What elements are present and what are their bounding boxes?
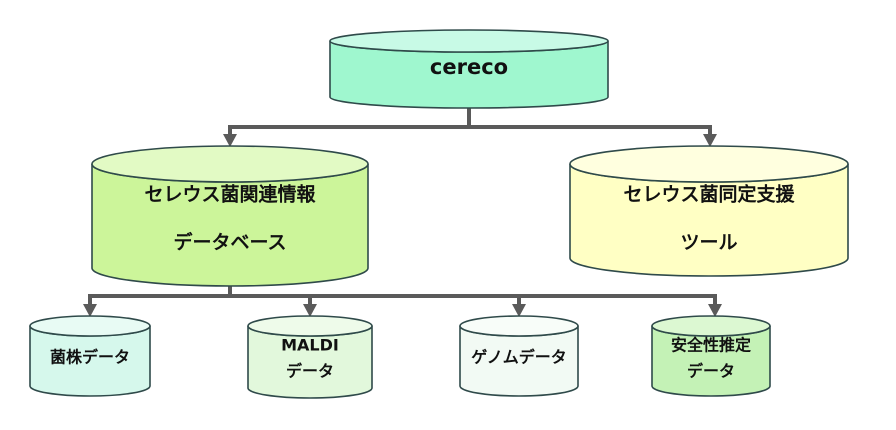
node-label: 安全性推定 bbox=[671, 336, 751, 355]
node-label: cereco bbox=[430, 55, 508, 79]
connectors bbox=[83, 106, 722, 317]
node-cereco[interactable]: cereco bbox=[329, 29, 609, 109]
node-label: データ bbox=[687, 362, 735, 381]
cylinder-top bbox=[569, 145, 849, 183]
node-label: セレウス菌同定支援 bbox=[623, 183, 795, 206]
arrow-to-tool bbox=[703, 134, 717, 147]
cylinder-top bbox=[247, 315, 373, 337]
arrow-to-maldi bbox=[303, 304, 317, 317]
cylinder-top bbox=[29, 315, 151, 337]
node-label: データベース bbox=[173, 231, 286, 254]
node-label: ゲノムデータ bbox=[471, 348, 567, 367]
node-label: データ bbox=[286, 362, 334, 381]
arrow-to-strain bbox=[83, 304, 97, 317]
node-label: MALDI bbox=[281, 336, 339, 355]
cylinder-top bbox=[459, 315, 579, 337]
node-label: 菌株データ bbox=[50, 348, 130, 367]
cylinder-top bbox=[651, 315, 771, 337]
cylinder-top bbox=[91, 145, 369, 183]
node-label: ツール bbox=[680, 232, 737, 254]
arrow-to-database bbox=[223, 134, 237, 147]
node-strain-data[interactable]: 菌株データ bbox=[29, 315, 151, 397]
arrow-to-genome bbox=[512, 304, 526, 317]
node-label: セレウス菌関連情報 bbox=[144, 183, 316, 206]
node-genome-data[interactable]: ゲノムデータ bbox=[459, 315, 579, 397]
node-maldi-data[interactable]: MALDI データ bbox=[247, 315, 373, 399]
cylinder-top bbox=[329, 29, 609, 53]
arrow-to-safety bbox=[708, 304, 722, 317]
